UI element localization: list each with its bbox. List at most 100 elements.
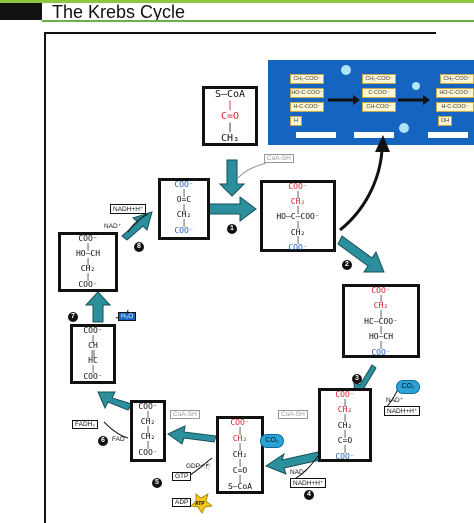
arrow-succinylcoa-to-succinate xyxy=(167,425,217,445)
atom-line: COO⁻ xyxy=(78,234,98,243)
molecule-oxaloacetate: COO⁻ | O=C | CH₂ | COO⁻ xyxy=(158,178,210,240)
atom-line: | xyxy=(181,202,187,212)
nadh-label: NADH+H⁺ xyxy=(110,204,147,214)
atom-line: | xyxy=(295,219,301,229)
molecule-citrate: COO⁻ | CH₂ | HO—C—COO⁻ | CH₂ | COO⁻ xyxy=(260,180,336,252)
atom-line: | xyxy=(85,271,91,281)
molecule-succinyl-coa: COO⁻ | CH₂ | CH₂ | C=O | S—CoA xyxy=(216,416,264,494)
atom-line: COO⁻ xyxy=(288,182,308,191)
inset-label: CH₂-COO⁻ xyxy=(290,74,324,84)
atom-line: | xyxy=(85,256,91,266)
inset-arrows xyxy=(328,65,430,133)
nadh-label: NADH+H⁺ xyxy=(384,406,421,416)
co2-bubble: CO₂ xyxy=(396,380,420,394)
adp-label: ADP xyxy=(172,498,192,507)
atom-line: COO⁻ xyxy=(174,225,194,235)
atom-line: CH₂ xyxy=(373,301,389,311)
step-badge: 3 xyxy=(352,374,362,384)
inset-label: C-COO⁻ xyxy=(362,88,396,98)
atom-line: | xyxy=(342,428,348,438)
atom-line: ‖ xyxy=(90,348,96,358)
atom-line: | xyxy=(237,426,243,435)
inset-caption-bar xyxy=(354,132,394,138)
atom-line: CH₂ xyxy=(337,405,353,415)
atom-line: COO⁻ xyxy=(138,402,158,411)
atom-line: CH₂ xyxy=(290,197,306,207)
atom-line: | xyxy=(226,122,234,133)
nad-label: NAD⁺ xyxy=(290,469,308,476)
atom-line: O=C xyxy=(176,195,192,205)
step-badge: 7 xyxy=(68,312,78,322)
arrow-acetyl-to-citrate xyxy=(218,159,246,197)
atom-line: | xyxy=(342,443,348,453)
atom-line: HC—COO⁻ xyxy=(364,316,398,326)
atom-line: | xyxy=(145,409,151,419)
atom-line: | xyxy=(295,204,301,214)
atom-line: | xyxy=(90,363,96,373)
atom-line: | xyxy=(295,235,301,245)
inset-label: H xyxy=(290,116,302,126)
atom-line: | xyxy=(145,424,151,434)
molecule-isocitrate: COO⁻ | CH₂ | HC—COO⁻ | HO—CH | COO⁻ xyxy=(342,284,420,358)
atom-line: | xyxy=(342,413,348,423)
atom-line: CH₃ xyxy=(220,133,240,144)
molecule-fumarate: COO⁻ | CH ‖ HC | COO⁻ xyxy=(70,324,116,384)
molecule-acetyl-coa: S—CoA | C=O | CH₃ xyxy=(202,86,258,146)
molecule-succinate: COO⁻ | CH₂ | CH₂ | COO⁻ xyxy=(130,400,166,462)
atom-line: HO—C—COO⁻ xyxy=(276,212,320,222)
atom-line: COO⁻ xyxy=(335,451,355,461)
fad-label: FAD xyxy=(112,436,125,443)
arrow-citrate-to-isocitrate xyxy=(337,235,385,273)
inset-label: HO-C-COO⁻ xyxy=(290,88,324,98)
nad-label: NAD⁺ xyxy=(104,223,122,230)
atom-line: | xyxy=(226,100,234,111)
molecule-alpha-ketoglutarate: COO⁻ | CH₂ | CH₂ | C=O | COO⁻ xyxy=(318,388,372,462)
gtp-label: GTP xyxy=(172,472,192,481)
atom-line: COO⁻ xyxy=(138,447,158,457)
coa-sh-label: CoA-SH xyxy=(264,154,294,163)
atom-line: | xyxy=(181,187,187,197)
coa-sh-label: CoA-SH xyxy=(170,410,200,419)
atom-line: CH xyxy=(88,341,98,351)
arrow-fumarate-to-malate xyxy=(84,291,112,323)
atom-line: | xyxy=(85,241,91,251)
molecule-malate: COO⁻ | HO—CH | CH₂ | COO⁻ xyxy=(58,232,118,292)
inset-label: OH xyxy=(438,116,452,126)
atom-line: COO⁻ xyxy=(371,286,391,295)
atom-line: | xyxy=(378,324,384,334)
atom-line: COO⁻ xyxy=(371,347,391,357)
inset-label: H-C-COO⁻ xyxy=(290,102,324,112)
step-badge: 5 xyxy=(152,478,162,488)
step-badge: 8 xyxy=(134,242,144,252)
atom-line: | xyxy=(378,309,384,319)
inset-label: CH-COO⁻ xyxy=(362,102,396,112)
inset-caption-bar xyxy=(296,132,336,138)
title-marker xyxy=(0,3,42,20)
coa-sh-label: CoA-SH xyxy=(278,410,308,419)
atom-line: HO—CH xyxy=(75,249,101,259)
atom-line: COO⁻ xyxy=(83,326,103,335)
atom-line: C=O xyxy=(232,466,248,475)
atp-starburst-icon xyxy=(190,493,213,514)
nadh-label: NADH+H⁺ xyxy=(290,478,327,488)
step-badge: 6 xyxy=(98,436,108,446)
atom-line: | xyxy=(378,339,384,349)
atom-line: COO⁻ xyxy=(335,390,355,399)
co2-bubble: CO₂ xyxy=(260,434,284,448)
step-badge: 2 xyxy=(342,260,352,270)
atom-line: COO⁻ xyxy=(230,418,250,427)
atom-line: HC xyxy=(88,356,98,366)
atom-line: | xyxy=(295,189,301,199)
atom-line: | xyxy=(237,474,243,483)
atom-line: | xyxy=(145,439,151,449)
page-title: The Krebs Cycle xyxy=(52,2,186,22)
atom-line: | xyxy=(90,333,96,343)
water-drop-icon xyxy=(412,82,420,90)
arrow-malate-to-oxaloacetate xyxy=(121,211,153,241)
atom-line: CH₂ xyxy=(140,417,156,427)
diagram-frame xyxy=(44,32,436,523)
atom-line: COO⁻ xyxy=(288,242,308,252)
water-drop-icon xyxy=(341,65,351,75)
atom-line: COO⁻ xyxy=(174,180,194,189)
arrow-oxaloacetate-to-citrate xyxy=(207,196,257,222)
